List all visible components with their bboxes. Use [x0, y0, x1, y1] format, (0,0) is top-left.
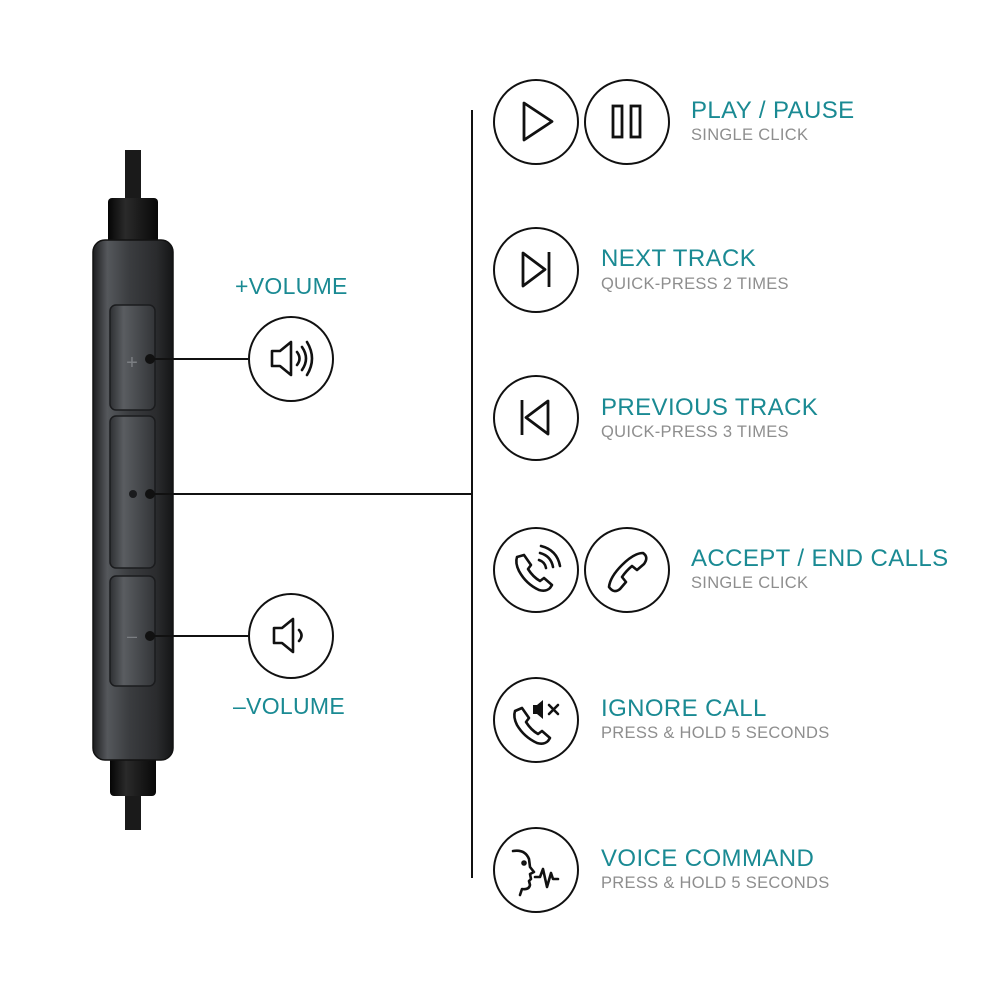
remote-top-cap [108, 198, 158, 250]
phone-muted-icon-circle [493, 677, 579, 763]
voice-command-title: VOICE COMMAND [601, 845, 815, 872]
volume-up-label: +VOLUME [235, 273, 348, 299]
center-dot [129, 490, 137, 498]
volume-down-icon-circle [248, 593, 334, 679]
previous-track-title: PREVIOUS TRACK [601, 394, 819, 421]
minus-symbol: – [127, 626, 137, 646]
next-track-icon [521, 251, 551, 288]
accept-end-calls-subtitle: SINGLE CLICK [691, 574, 809, 592]
voice-command-icon-circle [493, 827, 579, 913]
play-pause-subtitle: SINGLE CLICK [691, 126, 809, 144]
phone-icon-circle [584, 527, 670, 613]
volume-down-label: –VOLUME [233, 693, 346, 719]
phone-icon [607, 551, 648, 593]
volume-down-button[interactable]: – [109, 575, 156, 687]
cable-top [125, 150, 141, 210]
multifunction-button[interactable] [109, 415, 156, 569]
pause-icon-circle [584, 79, 670, 165]
play-icon-circle [493, 79, 579, 165]
plus-symbol: + [126, 352, 138, 374]
next-track-title: NEXT TRACK [601, 245, 757, 272]
speaker-quiet-icon [272, 617, 303, 654]
phone-ringing-icon-circle [493, 527, 579, 613]
cable-bottom [125, 790, 141, 830]
voice-command-icon [511, 849, 560, 897]
pause-icon [611, 104, 642, 139]
speaker-loud-icon [270, 340, 314, 377]
ignore-call-subtitle: PRESS & HOLD 5 SECONDS [601, 724, 830, 742]
volume-up-icon-circle [248, 316, 334, 402]
play-pause-title: PLAY / PAUSE [691, 97, 855, 124]
previous-track-icon-circle [493, 375, 579, 461]
voice-command-subtitle: PRESS & HOLD 5 SECONDS [601, 874, 830, 892]
volume-up-button[interactable]: + [109, 304, 156, 411]
previous-track-subtitle: QUICK-PRESS 3 TIMES [601, 423, 789, 441]
next-track-icon-circle [493, 227, 579, 313]
accept-end-calls-title: ACCEPT / END CALLS [691, 545, 949, 572]
phone-muted-icon [513, 700, 560, 745]
next-track-subtitle: QUICK-PRESS 2 TIMES [601, 275, 789, 293]
previous-track-icon [520, 399, 550, 436]
ignore-call-title: IGNORE CALL [601, 695, 767, 722]
connector-lines [150, 110, 473, 878]
play-icon [522, 101, 554, 142]
connector-dots [145, 354, 155, 641]
phone-ringing-icon [515, 544, 562, 592]
